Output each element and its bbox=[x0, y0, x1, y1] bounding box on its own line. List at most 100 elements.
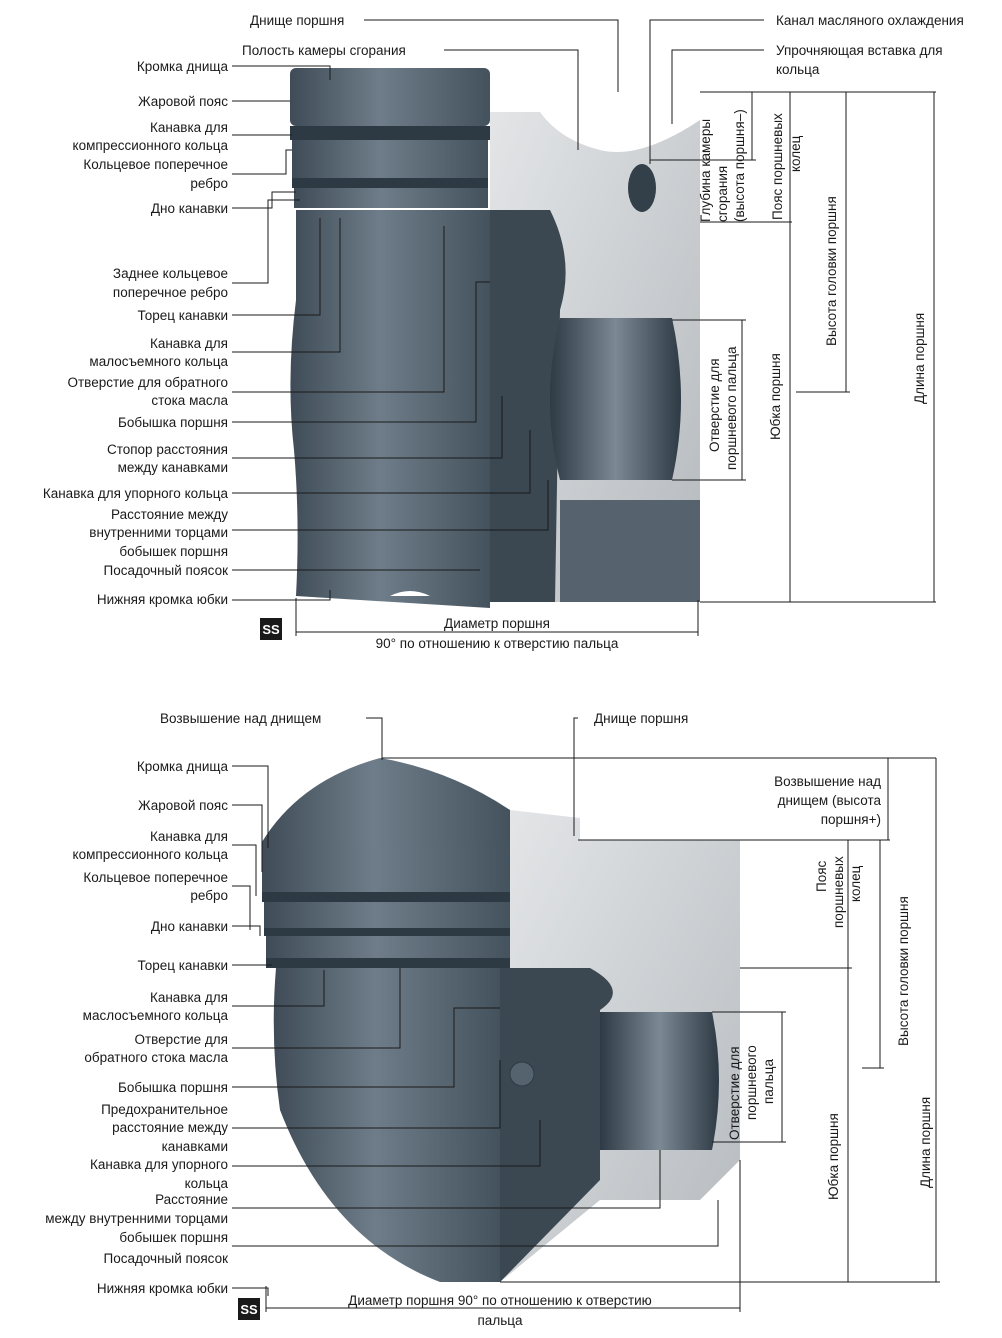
label-diametr: Диаметр поршня bbox=[444, 616, 550, 631]
top-left-labels: Кромка днища Жаровой пояс Канавка для ко… bbox=[43, 59, 229, 607]
label-diametr-90: 90° по отношению к отверстию пальца bbox=[376, 636, 619, 651]
label-torets-kanavki: Торец канавки bbox=[138, 308, 229, 323]
label-yubka-porshnya: Юбка поршня bbox=[768, 353, 783, 440]
label-maloemnoe-1: Канавка для bbox=[150, 336, 228, 351]
label-b-masloemnoe-1: Канавка для bbox=[150, 990, 228, 1005]
top-dimensions bbox=[295, 91, 936, 636]
label-b-upornoe-1: Канавка для упорного bbox=[90, 1157, 228, 1172]
bottom-logo: SS bbox=[238, 1298, 260, 1320]
bottom-right-labels: Днище поршня Возвышение над днищем (высо… bbox=[594, 711, 881, 827]
label-poyas-kolets-1: Пояс поршневых bbox=[770, 113, 785, 220]
label-glubina-2: сгорания bbox=[715, 166, 730, 222]
label-b-predohr-1: Предохранительное bbox=[101, 1102, 228, 1117]
top-oil-gallery bbox=[628, 164, 656, 212]
label-polost-kamery: Полость камеры сгорания bbox=[242, 43, 406, 58]
label-koltsevoe-rebro-2: ребро bbox=[190, 176, 228, 191]
label-stopor-1: Стопор расстояния bbox=[107, 442, 228, 457]
label-otverstie-palca-1: Отверстие для bbox=[707, 358, 722, 452]
label-b-vozvyshenie: Возвышение над днищем bbox=[160, 711, 321, 726]
label-b-poyas-3: колец bbox=[848, 865, 863, 902]
label-maloemnoe-2: малосъемного кольца bbox=[89, 354, 228, 369]
label-b-rebro-1: Кольцевое поперечное bbox=[83, 870, 228, 885]
label-b-otverstie-palca-1: Отверстие для bbox=[727, 1046, 742, 1140]
label-b-bobyshka: Бобышка поршня bbox=[118, 1080, 228, 1095]
label-b-otverstie-palca-2: поршневого bbox=[744, 1045, 759, 1120]
label-b-otverstie-palca-3: пальца bbox=[761, 1059, 776, 1104]
label-b-posadochny: Посадочный поясок bbox=[104, 1251, 229, 1266]
top-crown-land bbox=[290, 68, 490, 126]
label-bobyshka: Бобышка поршня bbox=[118, 415, 228, 430]
label-zharovoy-poyas: Жаровой пояс bbox=[138, 94, 228, 109]
label-kromka-dnischa: Кромка днища bbox=[137, 59, 229, 74]
label-kanal-ohlazhdeniya: Канал масляного охлаждения bbox=[776, 13, 964, 28]
label-stopor-2: между канавками bbox=[118, 460, 228, 475]
bottom-skirt bbox=[273, 968, 500, 1282]
label-b-torets: Торец канавки bbox=[138, 958, 229, 973]
top-logo-text: SS bbox=[262, 622, 280, 637]
label-upornoe-koltso: Канавка для упорного кольца bbox=[43, 486, 229, 501]
label-b-vozv-1: Возвышение над bbox=[774, 774, 881, 789]
label-b-otverstie-2: обратного стока масла bbox=[84, 1050, 228, 1065]
label-glubina-3: (высота поршня–) bbox=[732, 109, 747, 222]
label-b-dlina: Длина поршня bbox=[918, 1097, 933, 1188]
label-b-yubka: Юбка поршня bbox=[826, 1113, 841, 1200]
top-top-leaders bbox=[364, 19, 764, 164]
label-b-poyas-1: Пояс bbox=[814, 860, 829, 892]
label-rasstoyanie-2: внутренними торцами bbox=[89, 525, 228, 540]
label-b-predohr-2: расстояние между bbox=[112, 1120, 228, 1135]
bottom-vertical-labels: Пояс поршневых колец Высота головки порш… bbox=[727, 856, 933, 1200]
top-logo: SS bbox=[260, 618, 282, 640]
label-b-diametr-1: Диаметр поршня 90° по отношению к отверс… bbox=[348, 1293, 652, 1308]
label-kanavka-compress-2: компрессионного кольца bbox=[73, 138, 229, 153]
bottom-bottom-labels: Диаметр поршня 90° по отношению к отверс… bbox=[348, 1293, 652, 1328]
label-poyas-kolets-2: колец bbox=[788, 135, 803, 172]
label-kanavka-compress-1: Канавка для bbox=[150, 120, 228, 135]
label-b-kromka: Кромка днища bbox=[137, 759, 229, 774]
label-vysota-golovki: Высота головки поршня bbox=[824, 196, 839, 346]
label-glubina-1: Глубина камеры bbox=[698, 119, 713, 222]
label-uprochnyayuschaya-1: Упрочняющая вставка для bbox=[776, 43, 943, 58]
label-b-nizhnyaya: Нижняя кромка юбки bbox=[97, 1281, 228, 1296]
top-pin-bore bbox=[550, 318, 681, 480]
label-b-kanavka-2: компрессионного кольца bbox=[73, 847, 229, 862]
label-dnische-porshnya: Днище поршня bbox=[250, 13, 344, 28]
label-b-rasst-3: бобышек поршня bbox=[119, 1230, 228, 1245]
bottom-piston-illustration bbox=[262, 758, 740, 1282]
top-bottom-labels: Диаметр поршня 90° по отношению к отверс… bbox=[376, 616, 619, 651]
bottom-left-leaders bbox=[232, 717, 719, 1296]
label-zadnee-rebro-1: Заднее кольцевое bbox=[113, 266, 228, 281]
label-uprochnyayuschaya-2: кольца bbox=[776, 62, 820, 77]
label-b-zharovoy: Жаровой пояс bbox=[138, 798, 228, 813]
label-b-rebro-2: ребро bbox=[190, 888, 228, 903]
label-b-upornoe-2: кольца bbox=[185, 1176, 229, 1191]
bottom-crown-dome bbox=[262, 758, 510, 842]
label-b-predohr-3: канавками bbox=[162, 1139, 228, 1154]
bottom-dimensions bbox=[265, 717, 940, 1312]
label-b-masloemnoe-2: маслосъемного кольца bbox=[83, 1008, 229, 1023]
label-b-rasst-1: Расстояние bbox=[155, 1192, 228, 1207]
bottom-logo-text: SS bbox=[240, 1302, 258, 1317]
bottom-pin-bore bbox=[600, 1012, 719, 1150]
label-b-diametr-2: пальца bbox=[478, 1313, 523, 1328]
label-b-vysota-golovki: Высота головки поршня bbox=[896, 896, 911, 1046]
label-b-vozv-3: поршня+) bbox=[821, 812, 881, 827]
label-otverstie-palca-2: поршневого пальца bbox=[724, 346, 739, 470]
label-otverstie-stoka-2: стока масла bbox=[151, 393, 228, 408]
top-header-labels: Днище поршня Полость камеры сгорания Кан… bbox=[242, 13, 964, 77]
label-b-kanavka-1: Канавка для bbox=[150, 829, 228, 844]
label-nizhnyaya-kromka: Нижняя кромка юбки bbox=[97, 592, 228, 607]
label-dlina-porshnya: Длина поршня bbox=[912, 313, 927, 404]
label-dno-kanavki: Дно канавки bbox=[151, 201, 228, 216]
label-b-vozv-2: днищем (высота bbox=[778, 793, 882, 808]
label-b-dnische: Днище поршня bbox=[594, 711, 688, 726]
top-left-leaders bbox=[232, 65, 549, 601]
label-otverstie-stoka-1: Отверстие для обратного bbox=[67, 375, 228, 390]
label-b-dno: Дно канавки bbox=[151, 919, 228, 934]
label-zadnee-rebro-2: поперечное ребро bbox=[113, 285, 228, 300]
label-koltsevoe-rebro-1: Кольцевое поперечное bbox=[83, 157, 228, 172]
label-b-rasst-2: между внутренними торцами bbox=[45, 1211, 228, 1226]
label-b-poyas-2: поршневых bbox=[831, 856, 846, 928]
bottom-left-labels: Возвышение над днищем Кромка днища Жаров… bbox=[45, 711, 321, 1296]
top-piston-illustration bbox=[290, 68, 700, 608]
